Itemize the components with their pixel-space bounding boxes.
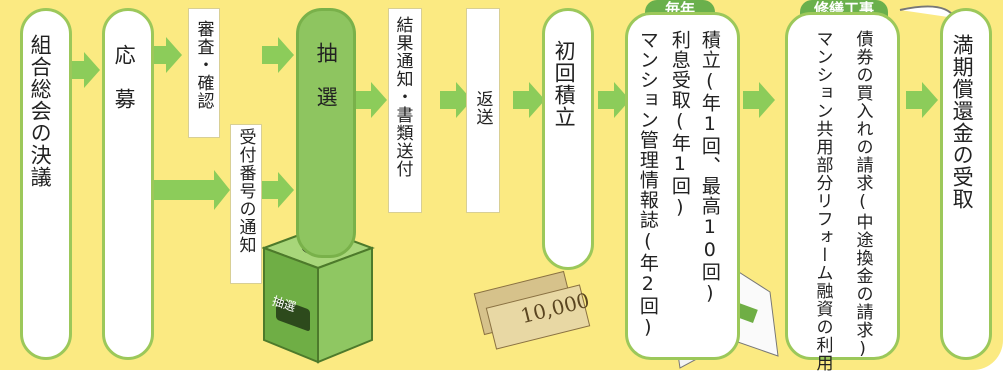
- step-chusen-label: 抽 選: [314, 42, 339, 108]
- step-uketsuke-label: 受付番号の通知: [235, 128, 256, 254]
- banknote-illustration: [473, 270, 591, 350]
- step-uketsuke: [230, 124, 262, 284]
- arrow-11: [906, 82, 938, 118]
- maitoshi-line-2: 利息受取(年1回): [668, 30, 691, 219]
- maitoshi-line-3: マンション管理情報誌(年2回): [636, 30, 659, 339]
- step-shinsa-label: 審査・確認: [193, 20, 214, 110]
- step-shinsa: [188, 8, 220, 138]
- step-shokai: [542, 8, 594, 270]
- step-oubo-label: 応 募: [112, 44, 137, 110]
- arrow-6: [355, 82, 387, 118]
- step-hensou: [466, 8, 500, 213]
- step-kumiai: [20, 8, 72, 360]
- maitoshi-line-1: 積立(年1回、最高10回): [698, 30, 721, 305]
- step-shokai-label: 初回積立: [552, 40, 577, 128]
- step-kekka-label: 結果通知・書類送付: [392, 16, 413, 178]
- arrow-2: [150, 37, 182, 73]
- step-oubo: [102, 8, 154, 360]
- arrow-3: [150, 170, 230, 210]
- step-chusen: [296, 8, 356, 258]
- arrow-10: [743, 82, 775, 118]
- step-kekka: [388, 8, 422, 213]
- shuzen-line-1: 債券の買入れの請求(中途換金の請求): [852, 30, 873, 360]
- step-shuzen: [785, 12, 900, 360]
- step-hensou-label: 返送: [472, 90, 493, 126]
- arrow-1: [68, 52, 100, 88]
- step-manki-label: 満期償還金の受取: [950, 34, 975, 210]
- step-maitoshi: [625, 12, 740, 360]
- step-manki: [940, 8, 992, 360]
- arrow-5: [262, 172, 294, 208]
- arrow-8: [513, 82, 545, 118]
- arrow-4: [262, 37, 294, 73]
- shuzen-line-2: マンション共用部分リフォーム融資の利用: [812, 30, 833, 372]
- step-kumiai-label: 組合総会の決議: [28, 34, 53, 188]
